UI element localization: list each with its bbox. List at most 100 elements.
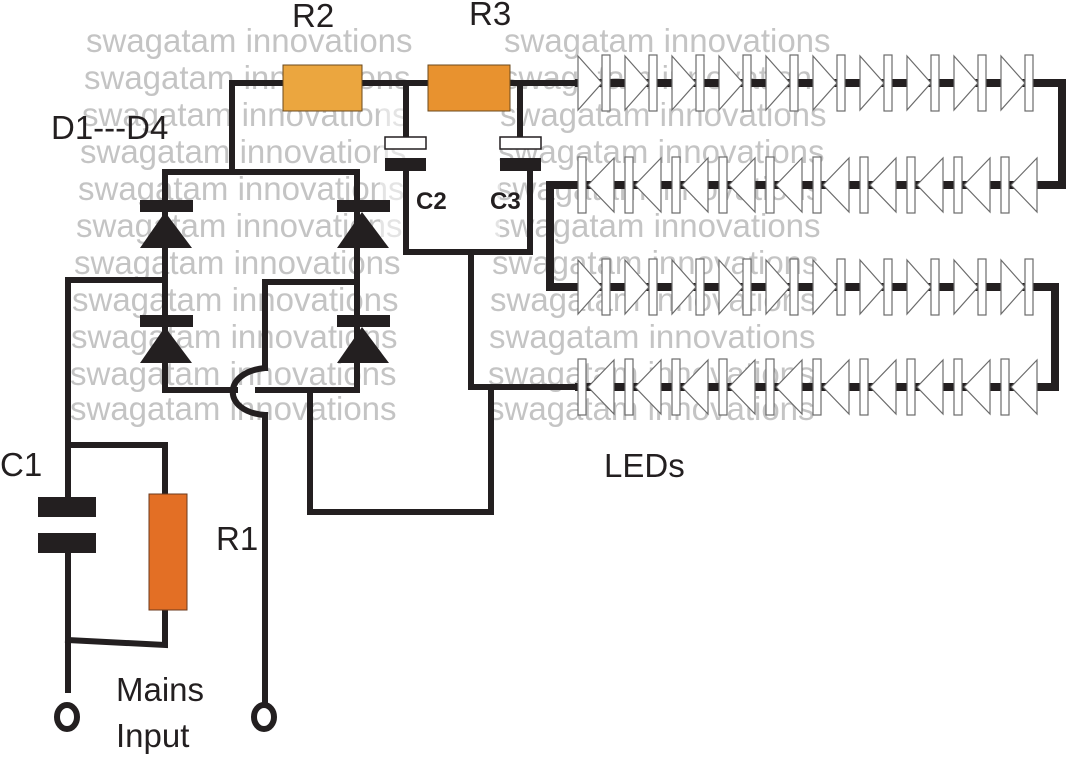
led-cathode-bar [977,258,987,316]
led-triangle [1010,358,1038,416]
led [671,358,709,416]
diode-d4 [337,315,390,363]
led-row [575,258,1038,316]
led-cathode-bar [812,358,822,416]
wire-ac-left [65,277,168,693]
wire-crossover-hop [229,364,269,419]
watermark-text: swagatam innovations [86,22,413,59]
led-cathode-bar [883,54,893,112]
label-r3: R3 [469,0,511,32]
led-cathode-bar [601,54,611,112]
label-mains: Mains [116,671,204,708]
watermark-text: swagatam innovations [504,22,831,59]
wire-led-turn-1 [1032,79,1066,189]
wire-led-turn-2 [546,181,575,291]
led-triangle [587,156,615,214]
led-cathode-bar [742,54,752,112]
label-bridge: D1---D4 [51,109,168,146]
capacitor-c2 [384,136,427,171]
led [1000,358,1038,416]
watermark-text: swagatam innovations [489,318,816,355]
led-cathode-bar [671,358,681,416]
label-r1: R1 [216,520,258,557]
led [812,156,850,214]
led [859,54,893,112]
led [953,54,987,112]
watermark-text: swagatam innovations [74,244,401,281]
led [671,54,705,112]
led-cathode-bar [1000,358,1010,416]
led [859,258,893,316]
led [765,54,799,112]
led [859,156,897,214]
led [812,54,846,112]
led-cathode-bar [624,156,634,214]
led-triangle [587,358,615,416]
led-cathode-bar [836,258,846,316]
led [765,358,803,416]
led-row [575,358,1038,416]
led-triangle [634,358,662,416]
led-triangle [671,54,697,112]
led-cathode-bar [648,54,658,112]
led [953,358,991,416]
led-cathode-bar [577,156,587,214]
watermark-text: swagatam innovations [500,96,827,133]
led-triangle [869,156,897,214]
led-cathode-bar [1000,156,1010,214]
led-triangle [577,54,603,112]
led-triangle [1000,54,1026,112]
led-triangle [963,156,991,214]
led [765,258,799,316]
led [624,258,658,316]
led-triangle [765,54,791,112]
led-cathode-bar [859,358,869,416]
led [953,258,987,316]
watermark-text: swagatam innovations [80,133,407,170]
led-triangle [624,54,650,112]
led [718,54,752,112]
led-cathode-bar [883,258,893,316]
wire-bridge-positive [162,80,360,175]
led-triangle [1000,258,1026,316]
led-cathode-bar [648,258,658,316]
resistor-r1 [148,493,188,611]
led-cathode-bar [601,258,611,316]
led-array [575,54,1038,416]
led-triangle [822,156,850,214]
led-cathode-bar [742,258,752,316]
led-cathode-bar [977,54,987,112]
wire-ac-right-top [262,279,360,371]
capacitor-c3 [499,136,542,171]
led-cathode-bar [930,54,940,112]
led-triangle [1010,156,1038,214]
led-triangle [634,156,662,214]
led-cathode-bar [812,156,822,214]
led-cathode-bar [671,156,681,214]
led [671,258,705,316]
wire-negative-to-bridge [307,384,494,515]
led-triangle [681,156,709,214]
led [624,156,662,214]
led-triangle [859,258,885,316]
led-triangle [765,258,791,316]
led [906,54,940,112]
led [906,156,944,214]
led-cathode-bar [789,54,799,112]
led-triangle [822,358,850,416]
led [765,156,803,214]
capacitor-c1 [38,497,96,553]
wire-led-turn-3 [1025,283,1059,391]
led-triangle [728,156,756,214]
led-triangle [812,54,838,112]
led-triangle [859,54,885,112]
led-cathode-bar [577,358,587,416]
led-triangle [953,258,979,316]
led-triangle [916,358,944,416]
led-triangle [718,258,744,316]
led-triangle [775,156,803,214]
led-cathode-bar [836,54,846,112]
led-triangle [812,258,838,316]
